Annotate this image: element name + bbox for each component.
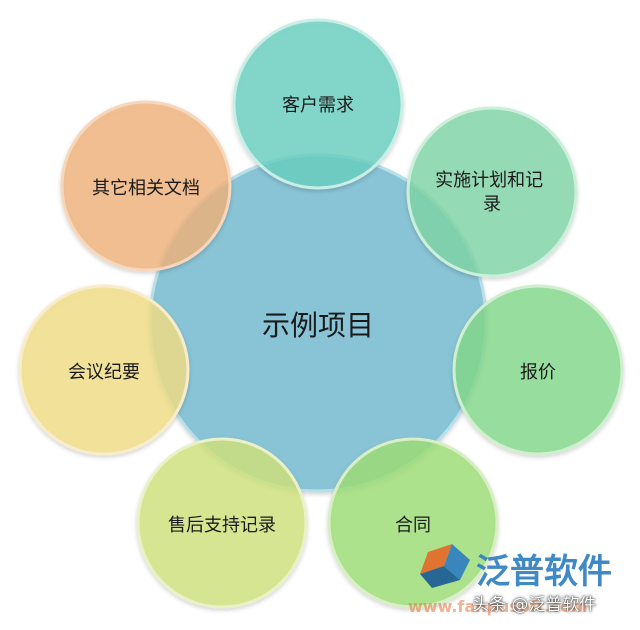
node-circle xyxy=(232,18,404,190)
node-circle xyxy=(18,284,190,456)
node-customer-needs: 客户需求 xyxy=(232,18,404,190)
node-label: 合同 xyxy=(395,515,431,536)
node-label: 实施计划和记 录 xyxy=(435,170,549,215)
node-circle xyxy=(452,284,624,456)
node-label: 其它相关文档 xyxy=(92,178,200,199)
node-label: 客户需求 xyxy=(282,95,354,116)
node-label: 售后支持记录 xyxy=(168,515,276,536)
watermark-caption: 头条 @泛普软件 xyxy=(472,595,597,615)
node-after-sales: 售后支持记录 xyxy=(136,437,308,609)
node-label: 会议纪要 xyxy=(68,362,140,383)
center-label: 示例项目 xyxy=(262,309,374,342)
node-other-documents: 其它相关文档 xyxy=(60,100,232,272)
node-circle xyxy=(136,437,308,609)
node-contract: 合同 xyxy=(327,437,499,609)
node-label-line: 录 xyxy=(483,194,501,215)
node-label: 报价 xyxy=(520,362,556,383)
node-circle xyxy=(406,106,578,278)
node-meeting-minutes: 会议纪要 xyxy=(18,284,190,456)
node-quotation: 报价 xyxy=(452,284,624,456)
node-circle xyxy=(60,100,232,272)
brand-url: www.fanpusoft.com xyxy=(408,597,588,616)
node-implementation-plan: 实施计划和记 录 xyxy=(406,106,578,278)
brand-watermark: 泛普软件 www.fanpusoft.com xyxy=(408,544,612,616)
brand-name: 泛普软件 xyxy=(476,552,612,592)
node-label-line: 实施计划和记 xyxy=(435,170,543,191)
brand-logo-icon xyxy=(420,544,470,588)
